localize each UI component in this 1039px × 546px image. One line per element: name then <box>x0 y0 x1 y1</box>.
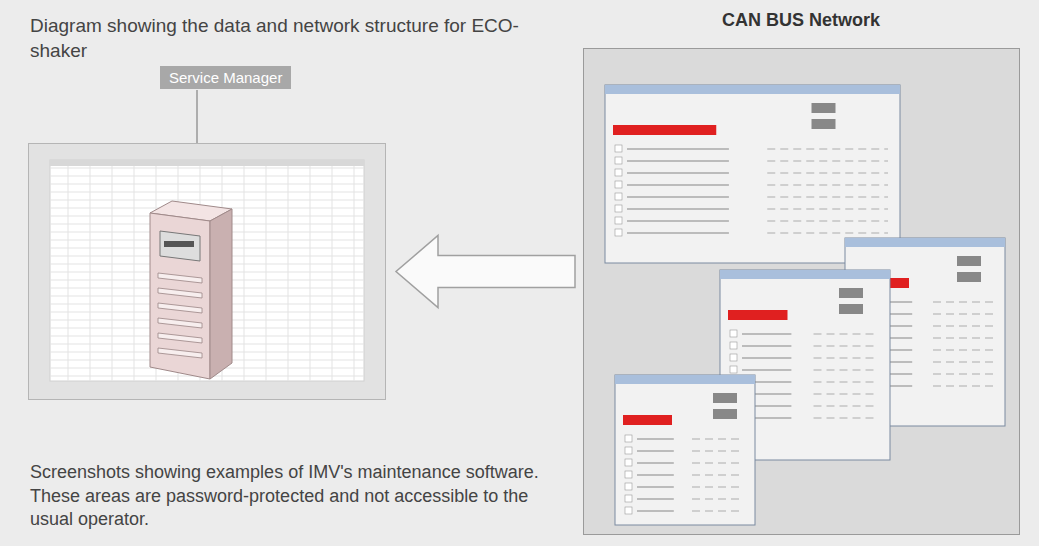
flow-arrow <box>396 236 575 308</box>
diagram-title: Diagram showing the data and network str… <box>30 14 530 63</box>
panel-box: Service Manager <box>28 143 386 400</box>
panel-box: CAN BUS Network <box>583 48 1020 535</box>
network-heading: CAN BUS Network <box>722 10 880 31</box>
node-heading: Service Manager <box>160 66 291 89</box>
panel-illustration <box>583 48 1020 535</box>
caption-note: Screenshots showing examples of IMV's ma… <box>30 461 550 531</box>
panel-illustration <box>28 143 386 400</box>
